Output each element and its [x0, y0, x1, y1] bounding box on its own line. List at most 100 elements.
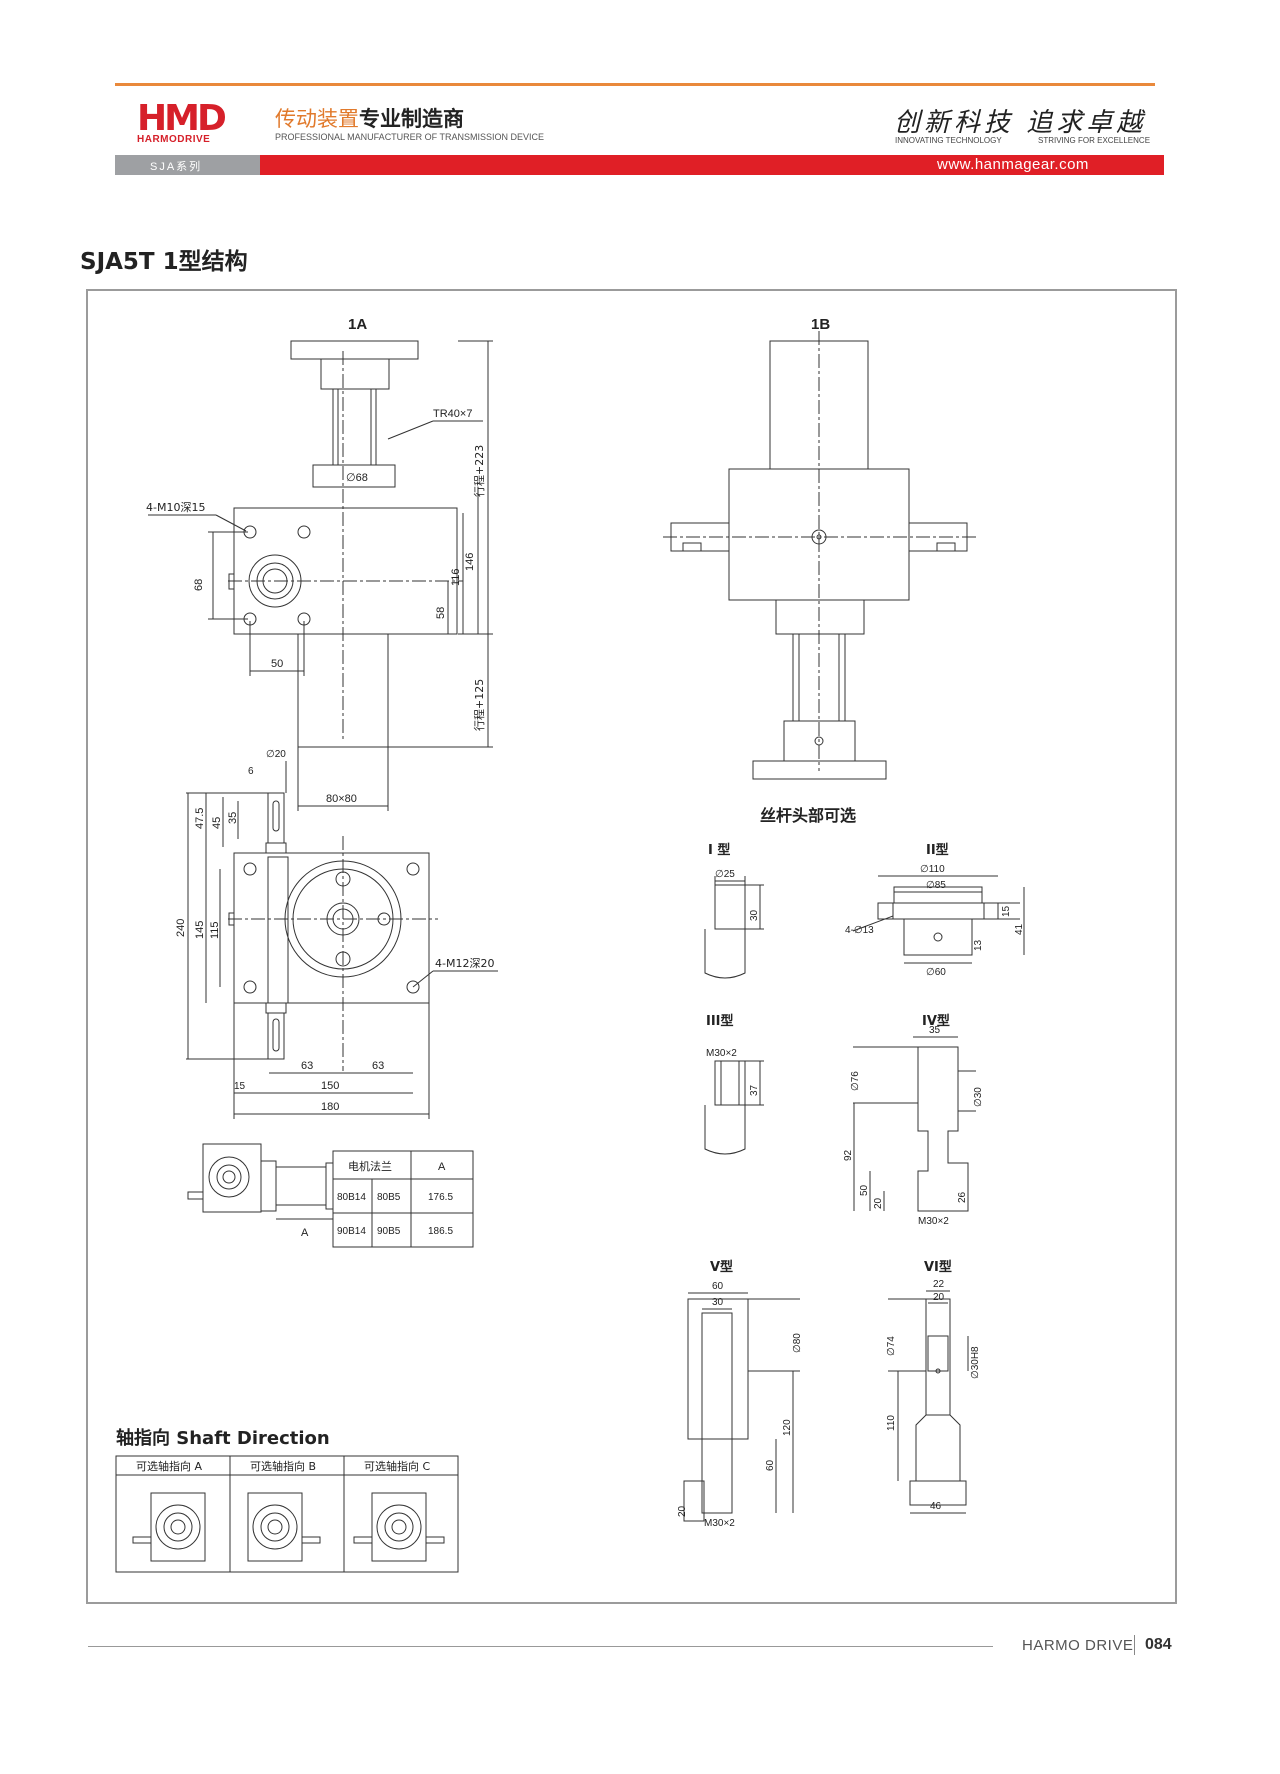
type4-h50: 50	[859, 1184, 870, 1196]
brand-tagline-cn: 传动装置专业制造商	[275, 107, 464, 131]
dim-80x80: 80×80	[326, 793, 357, 805]
type4-h20: 20	[873, 1197, 884, 1209]
type6-h110: 110	[886, 1415, 897, 1431]
website-url[interactable]: www.hanmagear.com	[937, 156, 1089, 173]
type6-label: VI型	[924, 1259, 952, 1275]
harmodrive-logo: HMD	[137, 100, 228, 139]
type2-h41: 41	[1014, 923, 1025, 935]
shaft-option-b-icon	[247, 1492, 321, 1562]
series-bar	[115, 155, 260, 175]
dim-stroke-125: 行程+125	[473, 679, 486, 731]
flange-row2-a: 186.5	[428, 1226, 453, 1237]
type4-w35: 35	[929, 1025, 941, 1036]
type1-h30: 30	[749, 909, 760, 921]
type2-h13: 13	[973, 939, 984, 951]
front-w15: 15	[234, 1081, 246, 1092]
type1-label: I 型	[708, 842, 730, 858]
type3-label: III型	[706, 1013, 734, 1029]
screw-head-title: 丝杆头部可选	[760, 806, 856, 825]
slogan-en-innovating: INNOVATING TECHNOLOGY	[895, 136, 1002, 145]
front-w150: 150	[321, 1080, 339, 1092]
thread-label: TR40×7	[433, 408, 472, 420]
type6-w46: 46	[930, 1501, 942, 1512]
technical-drawing: 1A ∅68 TR40×7 4-M10深15	[115, 316, 1025, 1573]
footer-separator	[1134, 1635, 1135, 1655]
type2-h15: 15	[1001, 905, 1012, 917]
flange-row1-c1: 80B14	[337, 1192, 366, 1203]
motor-flange: A 电机法兰 A 80B14 80B5 176.5 90B14 90B5 186…	[187, 1143, 474, 1248]
dim-stroke-223: 行程+223	[473, 445, 486, 497]
shaft-direction-title: 轴指向 Shaft Direction	[116, 1427, 330, 1449]
type2-d60: ∅60	[926, 967, 946, 978]
dim-58: 58	[435, 607, 447, 619]
type4-d76: ∅76	[850, 1071, 861, 1091]
type2-holes: 4-∅13	[845, 925, 874, 936]
front-view: ∅20 6 4-M12深20 240 47.5 45 35	[175, 749, 498, 1119]
shaft-option-c-icon	[353, 1492, 445, 1562]
front-d20: ∅20	[266, 749, 286, 760]
front-h240: 240	[175, 919, 187, 937]
url-bar	[260, 155, 1164, 175]
front-h35: 35	[227, 812, 239, 824]
type4-h26: 26	[957, 1191, 968, 1203]
screw-head-options: 丝杆头部可选 I 型 ∅25 30 II型 ∅110 ∅85 ∅60 4-∅13…	[677, 806, 1025, 1529]
type5-label: V型	[710, 1259, 733, 1275]
front-h47-5: 47.5	[194, 808, 206, 829]
shaft-option-a-label: 可选轴指向 A	[136, 1459, 202, 1473]
front-k6: 6	[248, 766, 254, 777]
front-h115: 115	[209, 921, 221, 939]
type5-d80: ∅80	[792, 1333, 803, 1353]
view-1b: 1B	[663, 316, 978, 780]
header-orange-rule	[115, 83, 1155, 86]
front-h145: 145	[194, 921, 206, 939]
view-1a: 1A ∅68 TR40×7 4-M10深15	[146, 316, 493, 811]
type5-w60: 60	[712, 1281, 724, 1292]
front-w63-left: 63	[301, 1060, 313, 1072]
shaft-option-b-label: 可选轴指向 B	[250, 1459, 316, 1473]
type6-w20: 20	[933, 1292, 945, 1303]
flange-header-a: A	[438, 1161, 446, 1173]
shaft-option-a-icon	[132, 1492, 206, 1562]
series-label: SJA系列	[150, 161, 203, 173]
type3-h37: 37	[749, 1084, 760, 1096]
hole-callout: 4-M10深15	[146, 501, 205, 514]
flange-row1-a: 176.5	[428, 1192, 453, 1203]
type4-thread: M30×2	[918, 1216, 949, 1227]
flange-dim-a: A	[301, 1227, 309, 1239]
type5-h20: 20	[677, 1505, 688, 1517]
flange-row2-c2: 90B5	[377, 1226, 401, 1237]
flange-header-flange: 电机法兰	[348, 1159, 392, 1173]
flange-row2-c1: 90B14	[337, 1226, 366, 1237]
shaft-option-c-label: 可选轴指向 C	[364, 1459, 430, 1473]
front-w63-right: 63	[372, 1060, 384, 1072]
slogan-cn: 创新科技 追求卓越	[894, 108, 1147, 138]
section-title: SJA5T 1型结构	[80, 249, 248, 275]
front-h45: 45	[211, 817, 223, 829]
type6-d30h8: ∅30H8	[970, 1346, 981, 1379]
type4-label: IV型	[922, 1013, 950, 1029]
type5-h60: 60	[765, 1459, 776, 1471]
type5-w30: 30	[712, 1297, 724, 1308]
view-1a-label: 1A	[348, 316, 367, 333]
dim-116: 116	[450, 568, 462, 586]
logo-wordmark: HARMODRIVE	[137, 134, 211, 145]
d68-label: ∅68	[346, 472, 368, 484]
type2-d110: ∅110	[920, 864, 945, 875]
page-number: 084	[1145, 1636, 1172, 1653]
footer-brand: HARMO DRIVE	[1022, 1637, 1134, 1654]
drawing-frame	[86, 289, 1177, 1604]
slogan-en-striving: STRIVING FOR EXCELLENCE	[1038, 136, 1151, 145]
type6-d74: ∅74	[886, 1336, 897, 1356]
brand-tagline-en: PROFESSIONAL MANUFACTURER OF TRANSMISSIO…	[275, 132, 545, 142]
dim-50: 50	[271, 658, 283, 670]
type5-thread: M30×2	[704, 1518, 735, 1529]
type3-thread: M30×2	[706, 1048, 737, 1059]
type4-d30: ∅30	[973, 1087, 984, 1107]
front-w180: 180	[321, 1101, 339, 1113]
shaft-direction: 轴指向 Shaft Direction 可选轴指向 A 可选轴指向 B 可选轴指…	[115, 1427, 459, 1573]
footer-rule	[88, 1646, 993, 1647]
type2-d85: ∅85	[926, 880, 946, 891]
view-1b-label: 1B	[811, 316, 830, 333]
type6-w22: 22	[933, 1279, 945, 1290]
type5-h120: 120	[782, 1419, 793, 1436]
